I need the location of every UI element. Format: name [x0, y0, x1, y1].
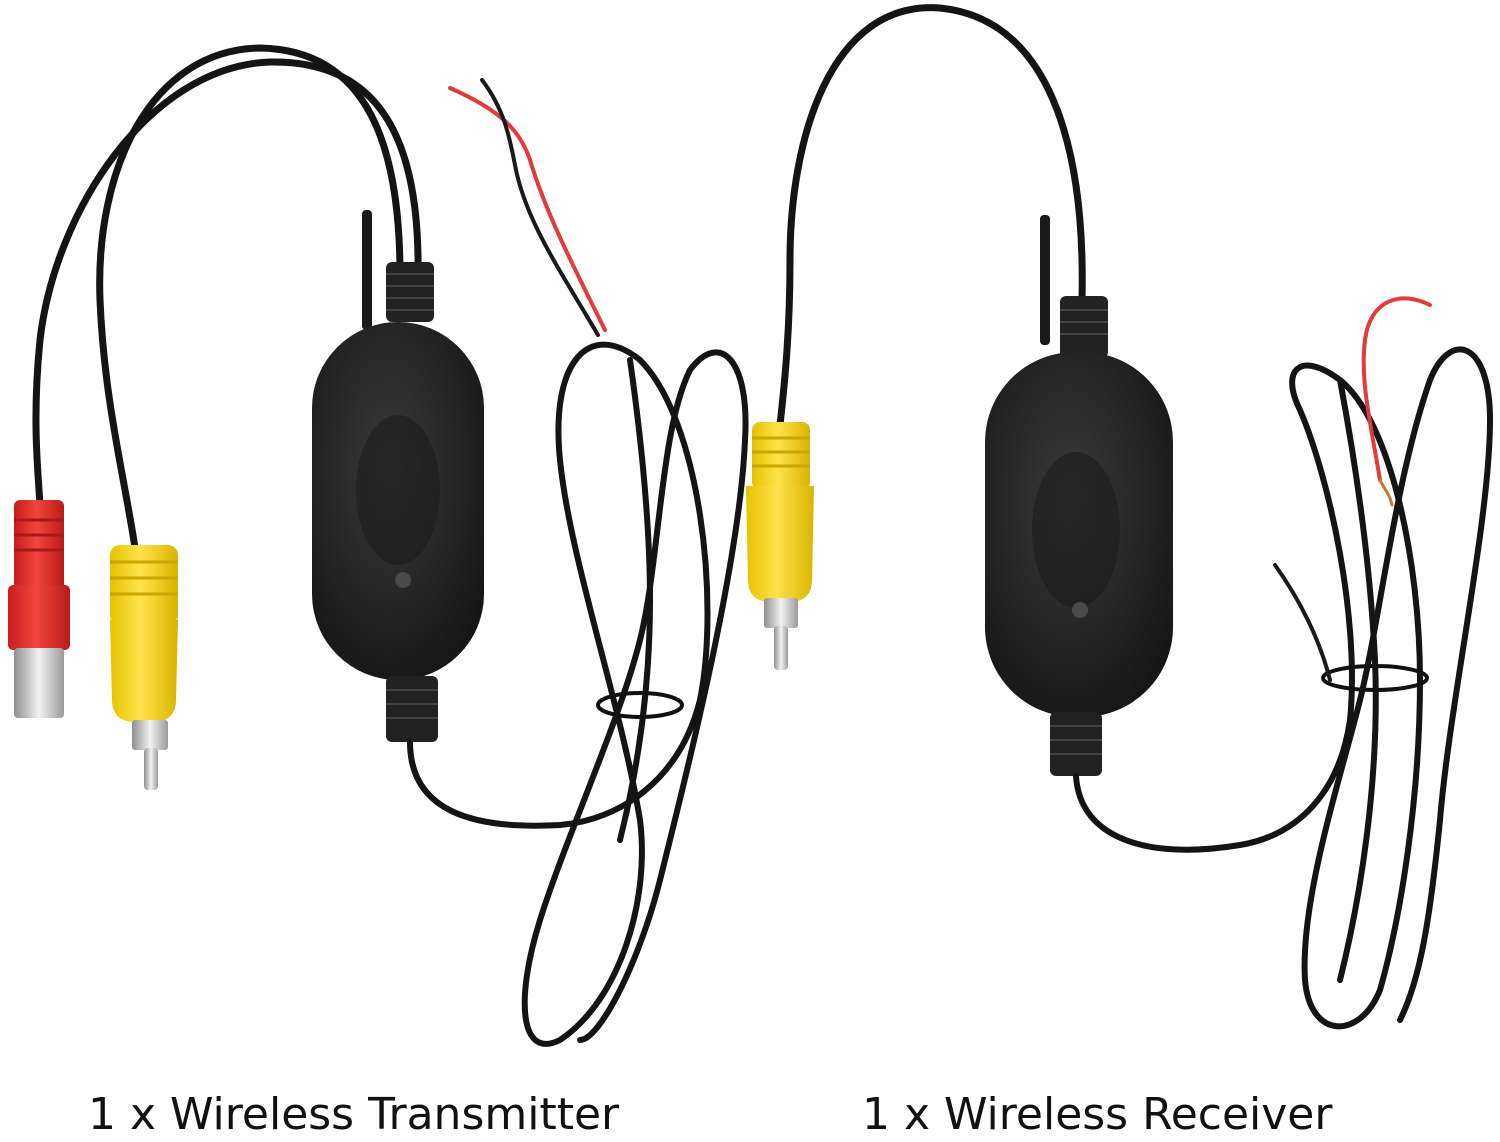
receiver-module-recess	[1032, 452, 1120, 608]
receiver-caption: 1 x Wireless Receiver	[862, 1089, 1333, 1140]
receiver-cable-tie	[1321, 664, 1429, 692]
receiver-top-strain-relief	[1060, 296, 1108, 358]
transmitter-cable-tie	[596, 691, 684, 719]
receiver-rca-connector	[746, 422, 814, 670]
transmitter-module-recess	[356, 415, 440, 565]
receiver-red-wire	[1361, 296, 1432, 482]
receiver-black-wire	[1273, 563, 1332, 682]
wireless-transmitter	[8, 44, 749, 1047]
transmitter-top-strain-relief	[386, 262, 434, 322]
transmitter-black-wire	[480, 78, 600, 337]
transmitter-red-wire	[448, 86, 607, 332]
transmitter-antenna	[362, 210, 372, 330]
receiver-bottom-strain-relief	[1050, 712, 1102, 776]
transmitter-led-icon	[395, 572, 411, 588]
transmitter-dc-power-connector	[8, 500, 70, 718]
transmitter-caption: 1 x Wireless Transmitter	[88, 1089, 620, 1140]
transmitter-rca-cable	[96, 44, 404, 552]
transmitter-dc-cable	[32, 58, 422, 509]
transmitter-rca-connector	[110, 545, 178, 790]
receiver-led-icon	[1072, 602, 1088, 618]
transmitter-power-cable	[407, 341, 749, 1047]
transmitter-bottom-strain-relief	[386, 676, 438, 742]
receiver-antenna	[1040, 215, 1050, 345]
wireless-receiver	[746, 4, 1494, 1030]
receiver-rca-cable	[776, 4, 1086, 429]
